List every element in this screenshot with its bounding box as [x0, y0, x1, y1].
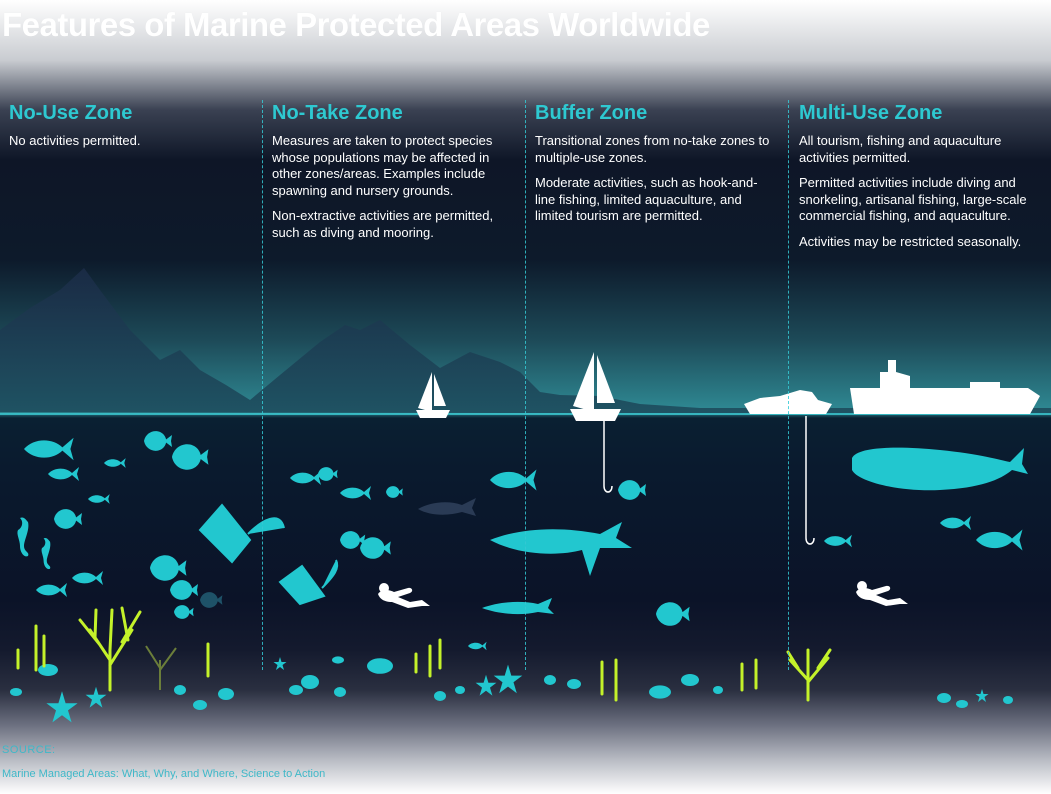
zone-divider	[788, 100, 789, 670]
zone-title: Buffer Zone	[535, 102, 648, 124]
sailboat-icon	[570, 352, 621, 421]
source-label: SOURCE:	[2, 744, 56, 756]
fish-icon	[144, 431, 172, 451]
zone-description: No activities permitted.	[9, 133, 141, 148]
fish-icon	[72, 571, 103, 585]
fish-icon	[104, 458, 126, 468]
fish-icon	[656, 602, 690, 626]
fish-icon	[24, 437, 74, 461]
coral-icon	[145, 645, 177, 690]
fish-icon	[976, 529, 1023, 551]
source-citation: Marine Managed Areas: What, Why, and Whe…	[2, 768, 326, 780]
starfish-icon	[85, 686, 107, 708]
coral-icon	[16, 606, 210, 692]
fish-icon	[940, 516, 971, 530]
fishing-hook-icon	[603, 416, 815, 545]
shark-icon	[418, 498, 476, 516]
zone-description: All tourism, fishing and aquaculture act…	[799, 133, 1002, 165]
fish-icon	[360, 537, 391, 559]
crab-icon	[359, 653, 401, 681]
starfish-icon	[475, 674, 497, 696]
fish-icon	[318, 467, 338, 481]
starfish-icon	[975, 689, 989, 702]
seahorse-icon	[41, 537, 51, 570]
zone-title: No-Use Zone	[9, 102, 133, 124]
zone-description: Activities may be restricted seasonally.	[799, 233, 1022, 249]
scuba-diver-icon	[856, 581, 908, 606]
fish-icon	[490, 469, 537, 491]
manta-ray-icon	[278, 559, 339, 606]
fish-icon	[54, 509, 82, 529]
starfish-icon	[46, 691, 78, 723]
zone-description: Permitted activities include diving and …	[799, 175, 1027, 223]
zone-buffer: Buffer Zone Transitional zones from no-t…	[535, 102, 775, 234]
crab-icon	[328, 654, 348, 667]
zone-multi-use: Multi-Use Zone All tourism, fishing and …	[799, 102, 1044, 259]
shark-icon	[482, 598, 554, 615]
fish-icon	[36, 583, 67, 597]
fish-icon	[174, 605, 194, 619]
zone-description: Non-extractive activities are permitted,…	[272, 208, 494, 240]
manta-ray-icon	[198, 503, 285, 564]
zone-title: No-Take Zone	[272, 102, 403, 124]
crab-icon	[642, 681, 678, 705]
fish-icon	[386, 486, 403, 498]
fish-icon	[88, 494, 110, 504]
fish-icon	[150, 555, 187, 581]
infographic-title: Features of Marine Protected Areas World…	[2, 6, 710, 43]
coral-icon	[414, 638, 442, 678]
zone-no-take: No-Take Zone Measures are taken to prote…	[272, 102, 518, 250]
shark-icon	[490, 522, 632, 576]
zone-divider	[525, 100, 526, 670]
whale-icon	[852, 447, 1028, 491]
coral-icon	[600, 658, 758, 702]
fish-icon	[618, 480, 646, 500]
zone-description: Moderate activities, such as hook-and-li…	[535, 175, 758, 223]
zone-no-use: No-Use Zone No activities permitted.	[9, 102, 249, 159]
fish-icon	[468, 641, 487, 651]
fish-icon	[170, 580, 198, 600]
fish-icon	[340, 486, 371, 500]
marine-life-multi-use	[824, 447, 1028, 708]
marine-life-no-take	[273, 467, 537, 701]
fish-icon	[824, 534, 852, 548]
fish-icon	[290, 471, 321, 485]
fish-icon	[172, 444, 209, 470]
starfish-icon	[493, 664, 523, 694]
marine-life-no-use	[10, 431, 285, 723]
starfish-icon	[273, 657, 287, 670]
cargo-ship-icon	[850, 360, 1040, 414]
seahorse-icon	[17, 517, 29, 557]
zone-divider	[262, 100, 263, 670]
scuba-diver-icon	[378, 583, 430, 608]
fish-icon	[48, 467, 79, 481]
zone-description: Transitional zones from no-take zones to…	[535, 133, 770, 165]
zone-description: Measures are taken to protect species wh…	[272, 133, 493, 198]
zone-title: Multi-Use Zone	[799, 102, 943, 124]
coral-icon	[786, 648, 832, 702]
